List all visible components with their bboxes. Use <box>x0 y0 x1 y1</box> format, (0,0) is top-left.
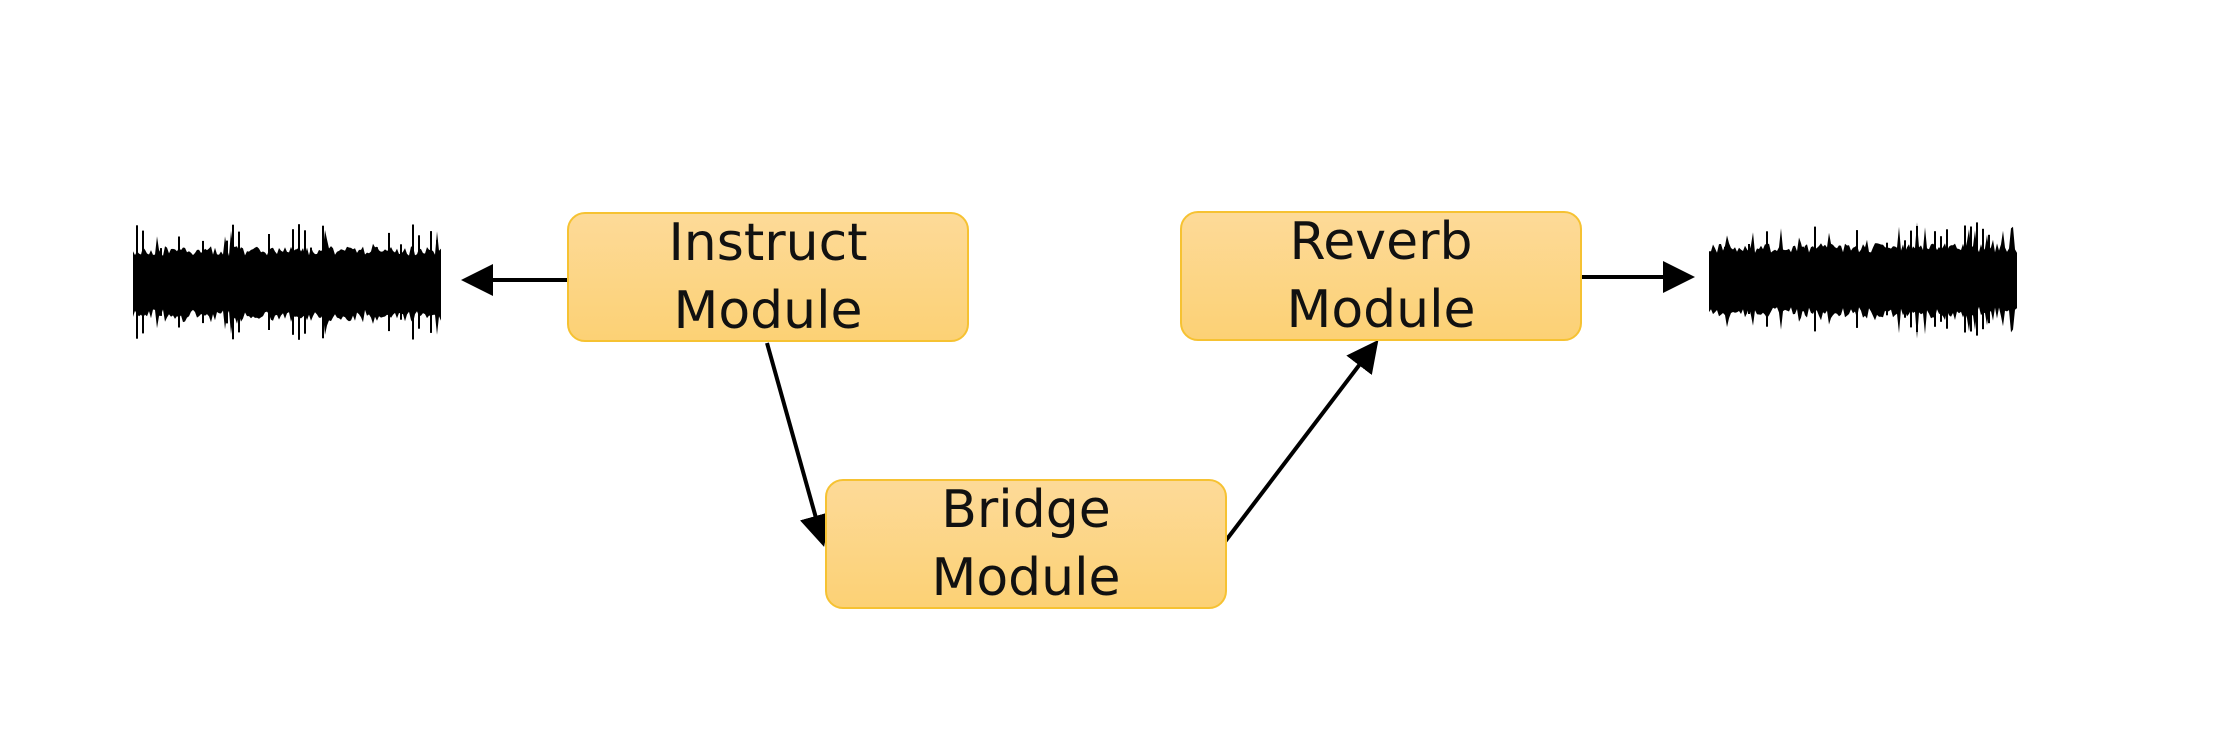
instruct-module: Instruct Module <box>567 212 969 342</box>
arrow-bridge-to-reverb <box>1222 339 1379 545</box>
instruct-module-line1: Instruct <box>668 213 868 273</box>
reverb-module: Reverb Module <box>1180 211 1582 341</box>
instruct-module-line2: Module <box>673 281 863 341</box>
reverb-module-line1: Reverb <box>1289 212 1473 272</box>
input-waveform-icon <box>133 224 441 340</box>
bridge-module: Bridge Module <box>825 479 1227 609</box>
output-waveform-icon <box>1709 222 2017 339</box>
waveform-shape <box>133 230 441 335</box>
bridge-module-line2: Module <box>931 548 1121 608</box>
reverb-module-line2: Module <box>1286 280 1476 340</box>
bridge-module-line1: Bridge <box>941 480 1111 540</box>
arrow-instruct-to-bridge <box>765 342 831 547</box>
